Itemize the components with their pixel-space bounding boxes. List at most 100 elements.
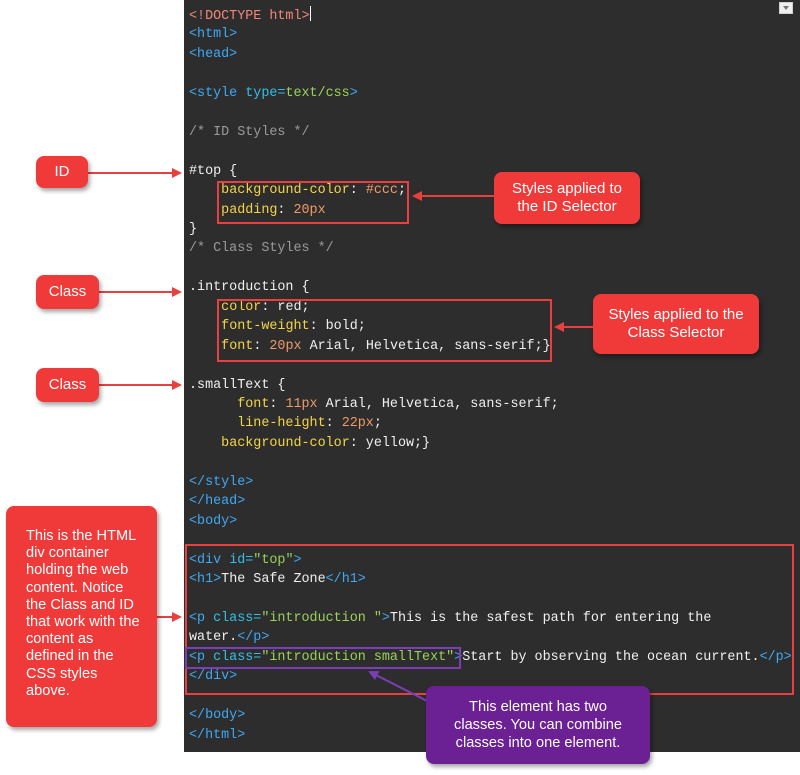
code-token: Start by observing the ocean current.: [462, 649, 760, 665]
code-line: </body>: [189, 706, 245, 725]
code-token: </head>: [189, 494, 246, 510]
code-token: font: [237, 397, 270, 412]
code-token: >: [454, 649, 463, 665]
code-token: [189, 319, 221, 334]
code-token: </html>: [189, 727, 246, 743]
id-callout: ID: [36, 156, 88, 188]
code-token: padding: [221, 202, 278, 218]
code-token: font: [221, 338, 254, 354]
code-token: :: [277, 202, 294, 218]
cursor-caret-icon: [309, 6, 311, 21]
code-line: <body>: [189, 512, 237, 531]
code-line: }: [189, 220, 197, 239]
code-line: <html>: [189, 25, 237, 44]
code-token: ;: [397, 183, 407, 199]
code-token: 20px: [293, 202, 326, 218]
code-token: </h1>: [325, 572, 366, 588]
code-token: class=: [213, 649, 262, 665]
code-line: <!DOCTYPE html>: [189, 6, 311, 25]
code-line: <style type=text/css>: [189, 84, 358, 103]
code-token: water.: [189, 630, 238, 646]
code-token: [189, 339, 221, 354]
code-token: Arial, Helvetica, sans-serif;}: [301, 338, 551, 354]
code-line: <div id="top">: [189, 551, 302, 570]
scroll-arrow-down-icon[interactable]: [779, 2, 793, 14]
code-line: /* ID Styles */: [189, 123, 310, 142]
code-token: <p: [189, 610, 214, 626]
code-line: </div>: [189, 667, 237, 686]
code-line: <head>: [189, 45, 237, 64]
code-token: <div: [189, 552, 230, 568]
code-token: 11px: [285, 397, 318, 412]
class-styles-callout: Styles applied to the Class Selector: [593, 294, 759, 354]
code-line: </head>: [189, 492, 245, 511]
code-line: </style>: [189, 473, 253, 492]
code-token: background-color: [221, 435, 350, 451]
code-token: #ccc: [365, 183, 398, 199]
code-line: .smallText {: [189, 376, 285, 395]
code-line: font-weight: bold;: [189, 317, 366, 336]
code-token: : yellow;}: [349, 435, 431, 451]
code-line: <p class="introduction ">This is the saf…: [189, 609, 711, 628]
code-line: <h1>The Safe Zone</h1>: [189, 570, 366, 589]
code-token: "introduction ": [261, 610, 382, 626]
code-token: 22px: [341, 416, 374, 432]
code-token: class=: [213, 610, 262, 626]
code-token: <!DOCTYPE html>: [189, 9, 310, 24]
two-classes-callout: This element has two classes. You can co…: [426, 686, 650, 764]
code-token: background-color: [221, 183, 350, 199]
code-token: type=: [245, 85, 286, 101]
code-token: /* ID Styles */: [189, 124, 310, 140]
code-token: :: [269, 397, 286, 412]
code-token: </body>: [189, 708, 246, 724]
code-token: text/css: [285, 85, 350, 101]
code-token: font-weight: [221, 319, 310, 335]
code-line: font: 20px Arial, Helvetica, sans-serif;…: [189, 337, 551, 356]
code-line: </html>: [189, 726, 245, 745]
code-token: <body>: [189, 513, 238, 529]
class-callout-2: Class: [36, 368, 99, 402]
code-line: #top {: [189, 162, 237, 181]
code-line: background-color: #ccc;: [189, 181, 406, 200]
code-token: <h1>: [189, 572, 222, 588]
code-token: [189, 203, 221, 218]
code-token: [189, 300, 221, 315]
code-token: </p>: [237, 630, 270, 646]
code-token: : red;: [261, 299, 310, 315]
code-token: [189, 397, 237, 412]
code-line: /* Class Styles */: [189, 239, 334, 258]
code-line: font: 11px Arial, Helvetica, sans-serif;: [189, 395, 558, 414]
code-token: [189, 183, 221, 198]
code-token: : bold;: [309, 319, 366, 335]
code-line: background-color: yellow;}: [189, 434, 430, 453]
code-editor-panel: [184, 0, 800, 752]
code-token: <html>: [189, 27, 238, 43]
code-token: /* Class Styles */: [189, 241, 334, 257]
code-token: .smallText {: [189, 377, 286, 393]
code-token: color: [221, 299, 262, 315]
code-token: <head>: [189, 46, 238, 62]
code-token: ;: [373, 416, 382, 432]
code-token: 20px: [269, 338, 302, 354]
code-line: .introduction {: [189, 278, 310, 297]
code-line: line-height: 22px;: [189, 414, 382, 433]
class-callout-1: Class: [36, 275, 99, 309]
code-token: [189, 416, 237, 431]
code-token: </style>: [189, 474, 254, 490]
code-token: </div>: [189, 669, 238, 685]
code-token: .introduction {: [189, 280, 310, 296]
code-token: >: [381, 610, 390, 626]
code-token: }: [189, 221, 198, 237]
id-styles-callout: Styles applied to the ID Selector: [494, 172, 640, 224]
code-token: "top": [253, 552, 294, 568]
code-token: [189, 436, 221, 451]
code-token: <style: [189, 85, 246, 101]
code-token: The Safe Zone: [221, 572, 326, 588]
div-container-callout: This is the HTML div container holding t…: [6, 506, 157, 727]
code-token: :: [325, 416, 342, 432]
code-token: This is the safest path for entering the: [389, 610, 712, 626]
code-token: >: [349, 85, 358, 101]
code-token: :: [253, 338, 270, 354]
code-line: <p class="introduction smallText">Start …: [189, 648, 792, 667]
code-token: >: [293, 552, 302, 568]
